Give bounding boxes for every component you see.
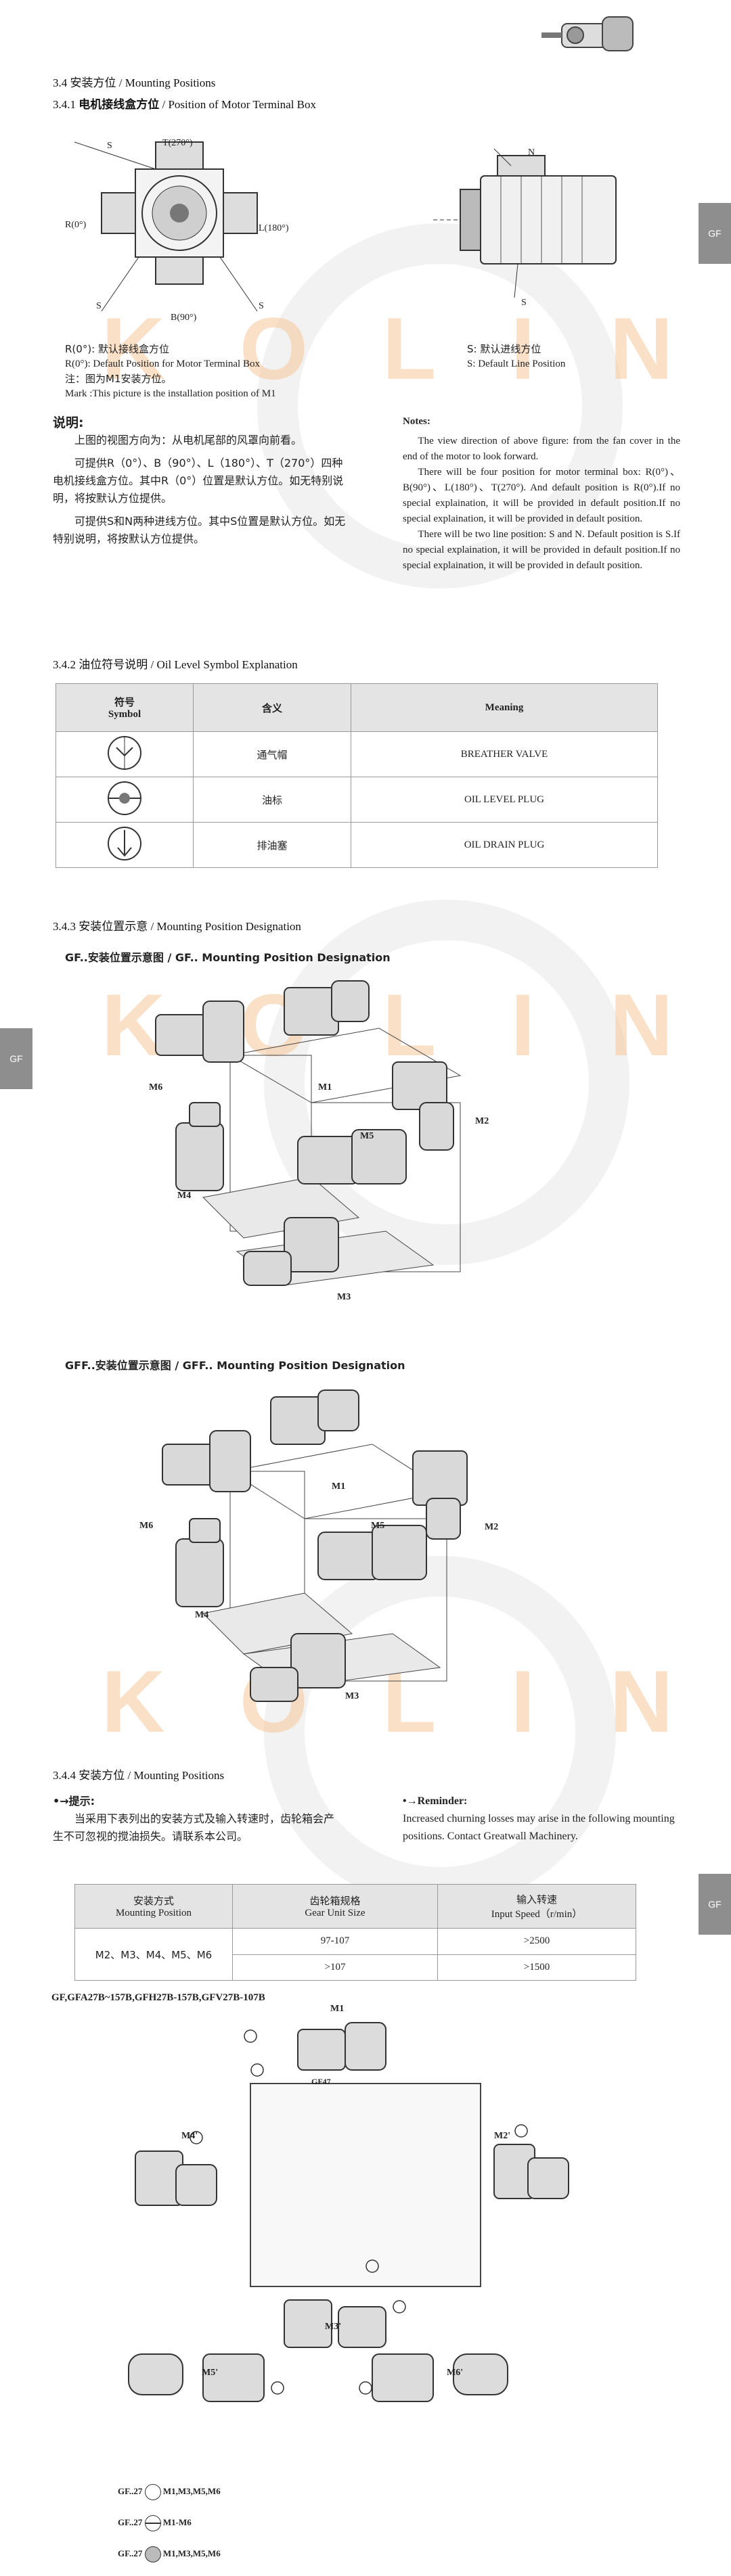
label-s: S: [521, 298, 527, 308]
label-m2: M2: [485, 1522, 499, 1532]
label-m4: M4': [181, 2131, 198, 2141]
reminder-arrow-icon: •→: [403, 1795, 418, 1807]
tip-english: •→Reminder: Increased churning losses ma…: [403, 1795, 675, 1842]
label-m2: M2': [494, 2131, 511, 2141]
label-s: S: [259, 301, 264, 311]
table-row: >107 >1500: [75, 1954, 636, 1981]
label-m1: M1: [330, 2004, 345, 2014]
label-b-90: B(90°): [171, 313, 197, 323]
notes-english: Notes: The view direction of above figur…: [403, 416, 680, 571]
side-tab-gf: GF: [699, 203, 731, 264]
label-m5: M5: [360, 1131, 374, 1141]
label-m4: M4: [177, 1191, 192, 1201]
motor-terminal-box-diagram: [74, 141, 258, 312]
kolin-watermark: KOLIN: [102, 299, 731, 398]
label-m1: M1: [332, 1481, 346, 1492]
list-item: GF..27 M1-M6: [118, 2507, 221, 2538]
side-tab-gf: GF: [699, 1874, 731, 1935]
section-3-4-2-heading: 3.4.2 油位符号说明 / Oil Level Symbol Explanat…: [53, 658, 298, 672]
notes-chinese: 说明: 上图的视图方向为：从电机尾部的风罩向前看。 可提供R（0°）、B（90°…: [53, 415, 346, 545]
section-3-4-heading: 3.4 安装方位 / Mounting Positions: [53, 76, 216, 90]
gf-mounting-position-diagram: [155, 980, 462, 1286]
label-l-180: L(180°): [259, 223, 289, 233]
oil-level-plug-symbol-icon: [108, 781, 141, 815]
side-tab-gf: GF: [0, 1028, 32, 1089]
reminder-arrow-icon: •→: [53, 1795, 69, 1808]
section-3-4-4-heading: 3.4.4 安装方位 / Mounting Positions: [53, 1769, 225, 1782]
gf27-legend: GF..27 M1,M3,M5,M6 GF..27 M1-M6 GF..27 M…: [118, 2476, 221, 2569]
label-s: S: [107, 141, 112, 151]
gf27-figure-caption: GF,GFA27B~157B,GFH27B-157B,GFV27B-107B: [51, 1992, 265, 2003]
label-gf47: GF47: [311, 2077, 331, 2086]
terminal-legend-right: S: 默认进线方位 S: Default Line Position: [467, 343, 566, 369]
label-s: S: [96, 301, 102, 311]
label-m5: M5': [202, 2368, 219, 2378]
oil-drain-plug-symbol-icon: [108, 826, 141, 860]
label-t-270: T(270°): [162, 138, 193, 148]
gff-mounting-position-diagram: [162, 1389, 468, 1702]
motor-side-view-diagram: [433, 148, 617, 298]
label-m4: M4: [195, 1610, 209, 1620]
oil-level-plug-icon: [144, 2515, 161, 2532]
label-n: N: [528, 147, 535, 158]
oil-drain-plug-icon: [144, 2546, 161, 2563]
gff-figure-caption: GFF..安装位置示意图 / GFF.. Mounting Position D…: [65, 1359, 405, 1372]
breather-valve-icon: [144, 2484, 161, 2501]
section-3-4-1-heading: 3.4.1 电机接线盒方位 / Position of Motor Termin…: [53, 98, 317, 112]
label-m5: M5: [371, 1521, 385, 1531]
list-item: GF..27 M1,M3,M5,M6: [118, 2476, 221, 2507]
table-row: M2、M3、M4、M5、M6 97-107 >2500: [74, 1928, 636, 1981]
label-m1: M1: [318, 1082, 332, 1092]
gf-figure-caption: GF..安装位置示意图 / GF.. Mounting Position Des…: [65, 951, 391, 964]
table-row: 通气帽 BREATHER VALVE: [56, 731, 658, 777]
table-row: 排油塞 OIL DRAIN PLUG: [56, 822, 658, 868]
table-row: 油标 OIL LEVEL PLUG: [56, 777, 658, 823]
label-m6: M6': [447, 2368, 464, 2378]
label-m6: M6: [149, 1082, 163, 1092]
tip-chinese: •→提示: 当采用下表列出的安装方式及输入转速时，齿轮箱会产生不可忽视的搅油损失…: [53, 1795, 335, 1843]
gearbox-header-icon: [541, 16, 634, 51]
terminal-legend-left: R(0°): 默认接线盒方位 R(0°): Default Position f…: [65, 343, 276, 399]
label-m6: M6: [139, 1521, 154, 1531]
label-m2: M2: [475, 1116, 489, 1126]
label-m3: M3: [337, 1292, 351, 1302]
label-m3: M3': [325, 2322, 342, 2332]
gf27-mounting-position-diagram: [128, 2022, 569, 2402]
label-m3: M3: [345, 1691, 359, 1701]
breather-valve-symbol-icon: [108, 735, 141, 770]
list-item: GF..27 M1,M3,M5,M6: [118, 2538, 221, 2569]
label-r-0: R(0°): [65, 220, 87, 230]
section-3-4-3-heading: 3.4.3 安装位置示意 / Mounting Position Designa…: [53, 920, 301, 934]
